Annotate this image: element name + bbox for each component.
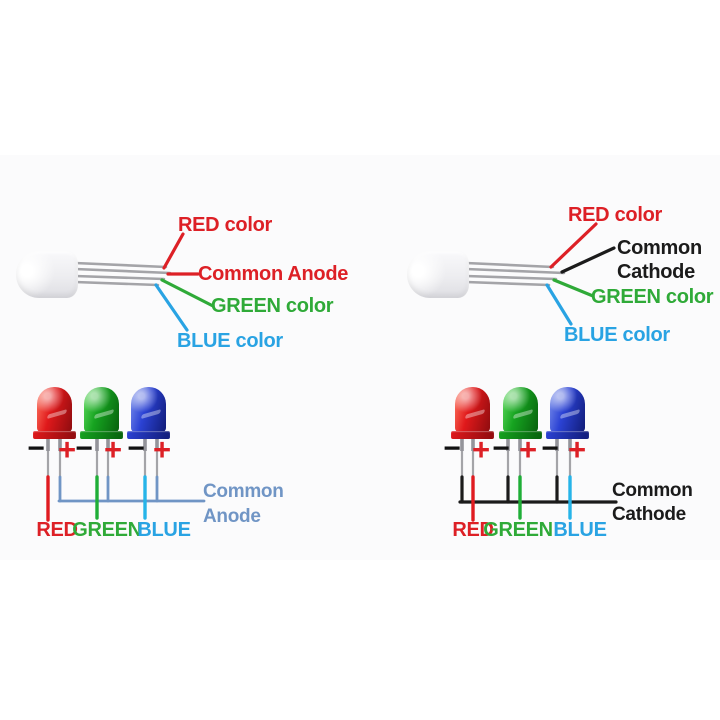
photo-background-band — [0, 155, 720, 560]
tr-red-leader — [549, 222, 598, 269]
led-shine — [464, 408, 486, 419]
blue-led-cathode-circuit — [546, 387, 589, 439]
red-led-cathode-circuit — [451, 387, 494, 439]
br-common-label-line1: Common — [612, 480, 693, 501]
br-green-label: GREEN — [483, 519, 553, 541]
tl-led-leads — [73, 261, 172, 287]
bl-red-label: RED — [36, 519, 78, 541]
tr-led-leads — [464, 261, 566, 287]
plus-sign: + — [518, 432, 538, 467]
br-color-wires — [471, 475, 572, 522]
tl-green-leader — [160, 278, 215, 308]
tr-common-label-line1: Common — [617, 237, 702, 259]
led-shine — [93, 408, 115, 419]
tl-common-anode-label: Common Anode — [198, 263, 349, 285]
minus-sign: − — [541, 432, 559, 465]
tl-green-color-label: GREEN color — [211, 295, 334, 317]
tl-leader-lines — [154, 232, 215, 332]
bl-green-label: GREEN — [72, 519, 142, 541]
tr-cathode-label-line2: Cathode — [617, 261, 695, 283]
blue-led-anode-circuit — [127, 387, 170, 439]
green-led-cathode-circuit — [499, 387, 542, 439]
bl-blue-label: BLUE — [137, 519, 191, 541]
tr-red-color-label: RED color — [568, 204, 662, 226]
tl-blue-leader — [154, 283, 189, 332]
bl-common-label-line1: Common — [203, 481, 284, 502]
tr-blue-color-label: BLUE color — [564, 324, 670, 346]
minus-sign: − — [27, 432, 45, 465]
led-shine — [512, 408, 534, 419]
tr-common-cathode-leader — [560, 246, 616, 274]
led-shine — [559, 408, 581, 419]
bl-lead-crimps — [46, 437, 159, 451]
minus-sign: − — [127, 432, 145, 465]
tr-green-color-label: GREEN color — [591, 286, 714, 308]
red-led-anode-circuit — [33, 387, 76, 439]
plus-sign: + — [57, 432, 77, 467]
tl-red-leader — [162, 232, 185, 270]
tr-leader-lines — [545, 222, 616, 326]
tl-blue-color-label: BLUE color — [177, 330, 283, 352]
br-blue-label: BLUE — [553, 519, 607, 541]
plus-sign: + — [567, 432, 587, 467]
rgb-led-body-common-cathode — [407, 251, 469, 298]
plus-sign: + — [471, 432, 491, 467]
tl-red-color-label: RED color — [178, 214, 272, 236]
br-common-cathode-bus — [458, 475, 618, 504]
br-lead-crimps — [460, 437, 572, 451]
minus-sign: − — [443, 432, 461, 465]
rgb-led-body-common-anode — [16, 251, 78, 298]
plus-sign: + — [103, 432, 123, 467]
tr-blue-leader — [545, 283, 573, 326]
led-shine — [140, 408, 162, 419]
br-red-label: RED — [452, 519, 494, 541]
plus-sign: + — [152, 432, 172, 467]
tr-green-leader — [552, 278, 595, 298]
bl-anode-label-line2: Anode — [203, 506, 261, 527]
bl-common-anode-bus — [57, 475, 206, 503]
green-led-anode-circuit — [80, 387, 123, 439]
bl-color-wires — [46, 475, 147, 522]
led-shine — [46, 408, 68, 419]
minus-sign: − — [492, 432, 510, 465]
minus-sign: − — [75, 432, 93, 465]
br-cathode-label-line2: Cathode — [612, 504, 686, 525]
